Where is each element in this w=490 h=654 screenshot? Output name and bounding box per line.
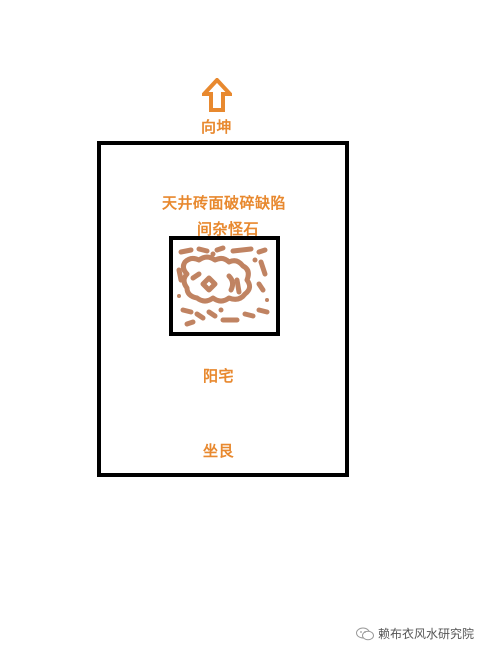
facing-label: 坐艮 [203, 442, 235, 460]
courtyard-box [169, 236, 280, 336]
house-label: 阳宅 [203, 367, 235, 385]
house-outline [97, 141, 349, 477]
courtyard-label-line2: 间杂怪石 [197, 220, 260, 238]
wechat-icon [356, 627, 374, 640]
direction-label: 向坤 [201, 118, 233, 136]
courtyard-label-line1: 天井砖面破碎缺陷 [162, 194, 287, 212]
watermark: 赖布衣风水研究院 [356, 625, 474, 642]
broken-stones-icon [176, 245, 270, 327]
watermark-text: 赖布衣风水研究院 [378, 627, 475, 641]
up-arrow-icon [202, 78, 232, 112]
